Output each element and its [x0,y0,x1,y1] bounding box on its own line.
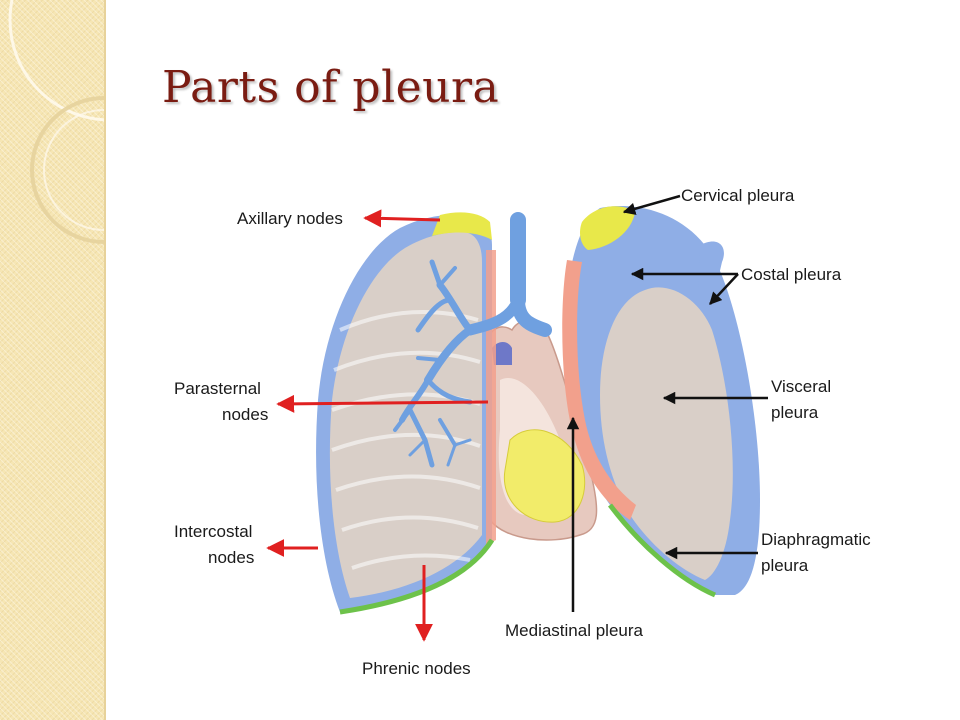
lymph-arrows [266,209,489,642]
label-parasternal-nodes-2: nodes [222,405,268,424]
label-visceral-pleura-1: Visceral [771,377,831,396]
label-parasternal-nodes-1: Parasternal [174,379,261,398]
decorative-side-strip [0,0,106,720]
pleura-arrows [566,194,768,612]
label-costal-pleura: Costal pleura [741,265,842,284]
arrow-parasternal [276,394,489,413]
decorative-circles [8,0,104,244]
label-diaphragmatic-pleura-2: pleura [761,556,809,575]
label-intercostal-nodes-2: nodes [208,548,254,567]
bronchial-tree [393,212,552,468]
diagram-labels: Axillary nodes Parasternal nodes Interco… [174,186,871,678]
arrow-cervical [622,194,681,215]
label-visceral-pleura-2: pleura [771,403,819,422]
label-intercostal-nodes-1: Intercostal [174,522,252,541]
slide-title: Parts of pleura [162,62,500,113]
label-mediastinal-pleura: Mediastinal pleura [505,621,644,640]
label-cervical-pleura: Cervical pleura [681,186,795,205]
label-diaphragmatic-pleura-1: Diaphragmatic [761,530,871,549]
arrow-axillary [363,209,441,228]
label-axillary-nodes: Axillary nodes [237,209,343,228]
right-lung [562,205,760,598]
label-phrenic-nodes: Phrenic nodes [362,659,471,678]
arrow-costal-2 [709,273,739,305]
